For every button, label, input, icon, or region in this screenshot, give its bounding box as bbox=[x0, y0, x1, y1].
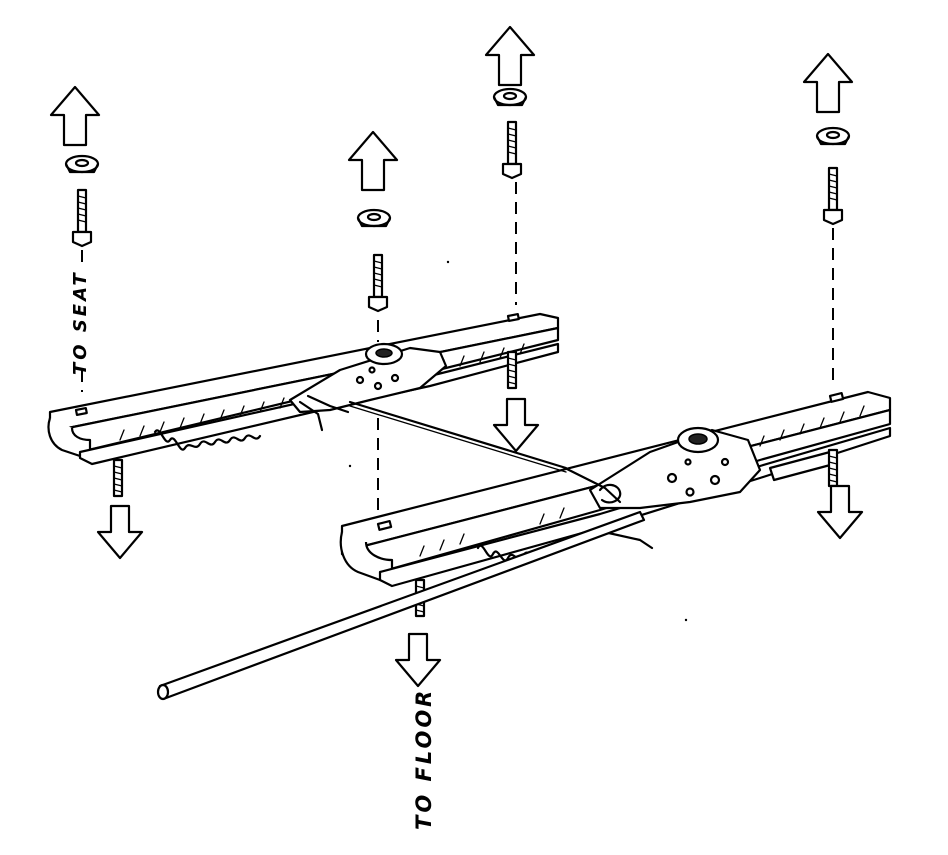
to-seat-label: TO SEAT bbox=[70, 270, 91, 375]
washer bbox=[64, 154, 100, 174]
bolt bbox=[71, 188, 93, 248]
cross-cable bbox=[348, 400, 568, 470]
right-seat-rail bbox=[339, 390, 892, 618]
bolt bbox=[367, 253, 389, 313]
bolt bbox=[501, 120, 523, 180]
washer bbox=[815, 126, 851, 146]
bolt bbox=[822, 166, 844, 226]
adjuster-rod bbox=[156, 510, 646, 701]
left-seat-rail bbox=[47, 312, 560, 498]
cross-cable-edge bbox=[349, 405, 567, 473]
down-arrow-icon bbox=[816, 484, 864, 540]
stud bbox=[112, 458, 124, 498]
up-arrow-icon bbox=[484, 25, 536, 87]
up-arrow-icon bbox=[802, 52, 854, 114]
washer bbox=[492, 87, 528, 107]
washer bbox=[356, 208, 392, 228]
stud bbox=[827, 448, 839, 488]
down-arrow-icon bbox=[492, 397, 540, 453]
down-arrow-icon bbox=[394, 632, 442, 688]
down-arrow-icon bbox=[96, 504, 144, 560]
to-floor-label: TO FLOOR bbox=[412, 687, 436, 830]
up-arrow-icon bbox=[49, 85, 101, 147]
up-arrow-icon bbox=[347, 130, 399, 192]
stud bbox=[506, 350, 518, 390]
